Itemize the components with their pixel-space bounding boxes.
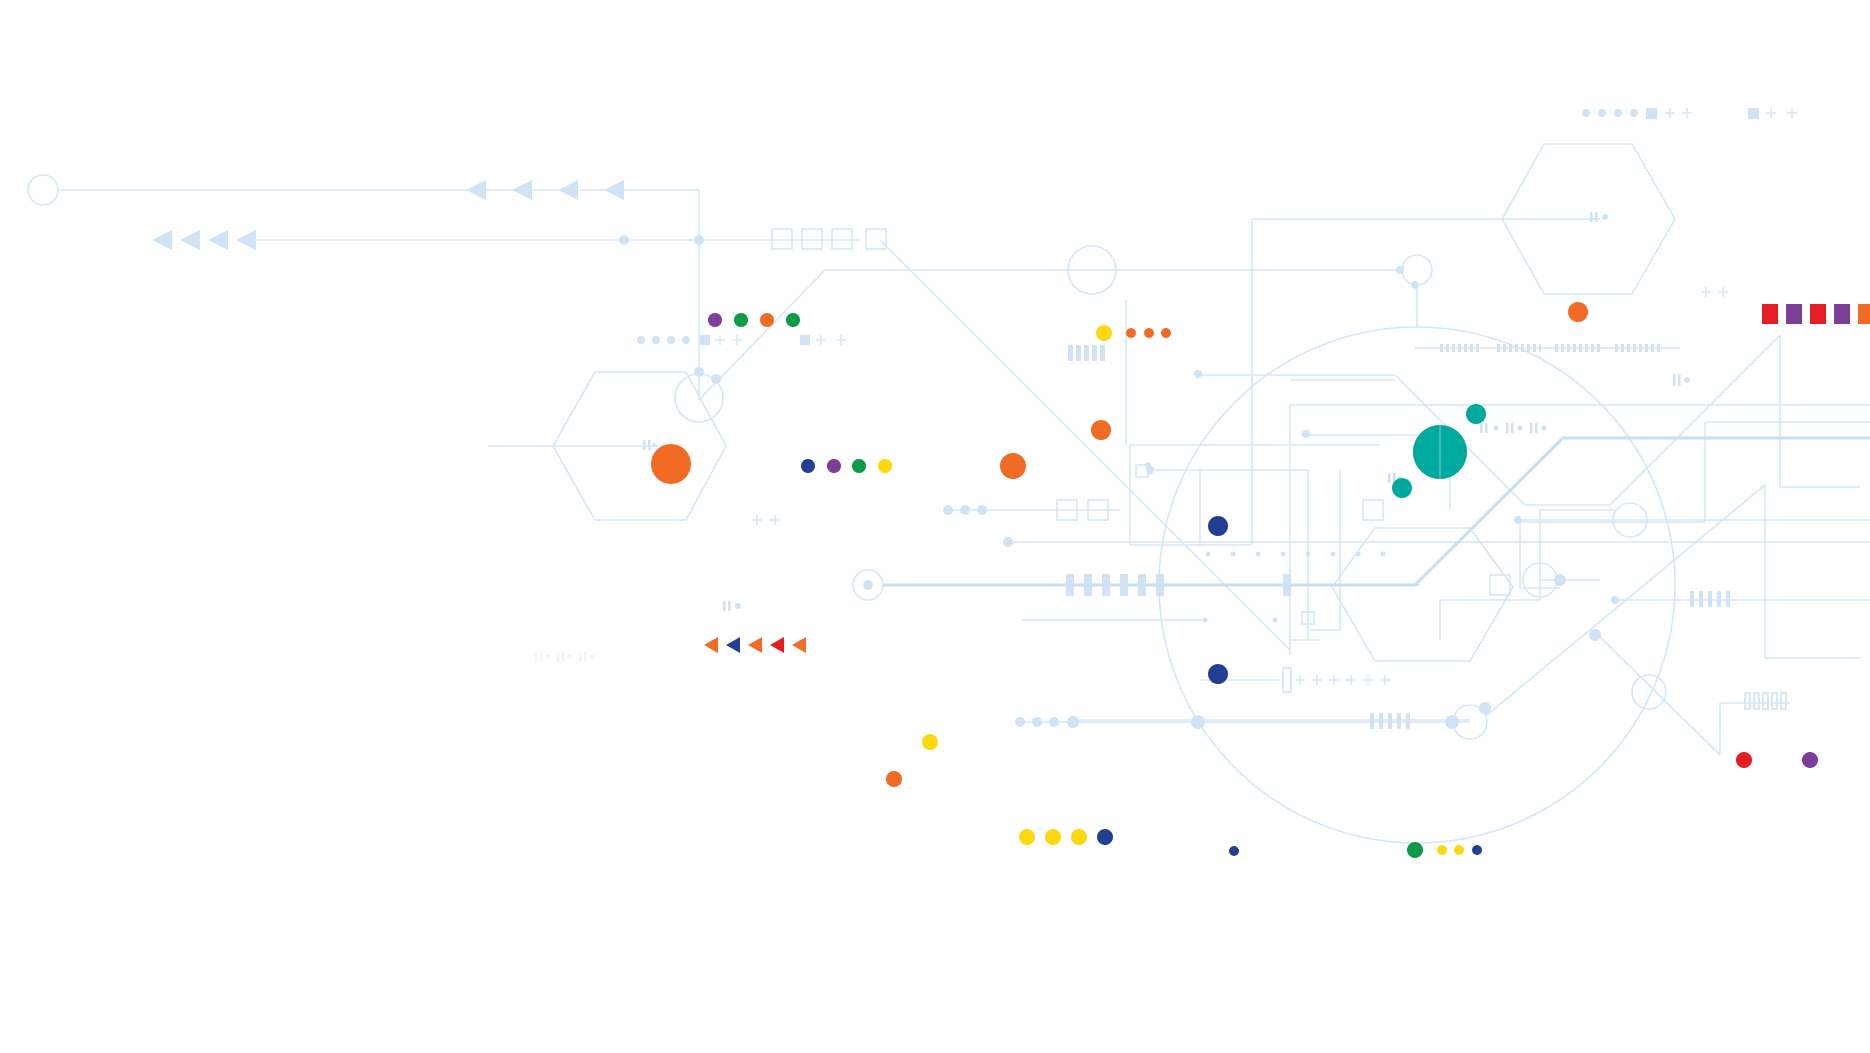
ring-icon xyxy=(1401,254,1433,286)
left-triangle-icon xyxy=(792,637,806,653)
left-triangle-icon xyxy=(512,180,532,200)
main-traces xyxy=(883,436,1870,587)
left-triangle-icon xyxy=(726,637,740,653)
color-dots xyxy=(651,302,1818,858)
color-triangles xyxy=(704,637,806,653)
circuit-traces xyxy=(27,143,1870,844)
light-dots xyxy=(619,108,1759,729)
left-triangle-icon xyxy=(770,637,784,653)
arrow-row-top xyxy=(466,180,624,200)
tick-marks xyxy=(643,212,1690,611)
large-orange-dot xyxy=(651,444,691,484)
bar-groups xyxy=(1066,345,1730,729)
hexagon-icon xyxy=(1331,527,1514,662)
arrow-row-second xyxy=(152,230,256,250)
left-triangle-icon xyxy=(748,637,762,653)
left-triangle-icon xyxy=(558,180,578,200)
left-triangle-icon xyxy=(466,180,486,200)
left-triangle-icon xyxy=(604,180,624,200)
plus-marks xyxy=(715,108,1797,685)
ring-icon xyxy=(1631,674,1667,710)
outline-squares xyxy=(771,228,1511,625)
left-triangle-icon xyxy=(704,637,718,653)
ring-icon xyxy=(27,174,59,206)
color-squares xyxy=(1762,304,1870,324)
left-triangle-icon xyxy=(152,230,172,250)
ring-icon xyxy=(1067,245,1117,295)
left-triangle-icon xyxy=(208,230,228,250)
outline-bars xyxy=(1282,667,1787,710)
ghost-marks xyxy=(535,652,595,662)
left-triangle-icon xyxy=(236,230,256,250)
left-triangle-icon xyxy=(180,230,200,250)
